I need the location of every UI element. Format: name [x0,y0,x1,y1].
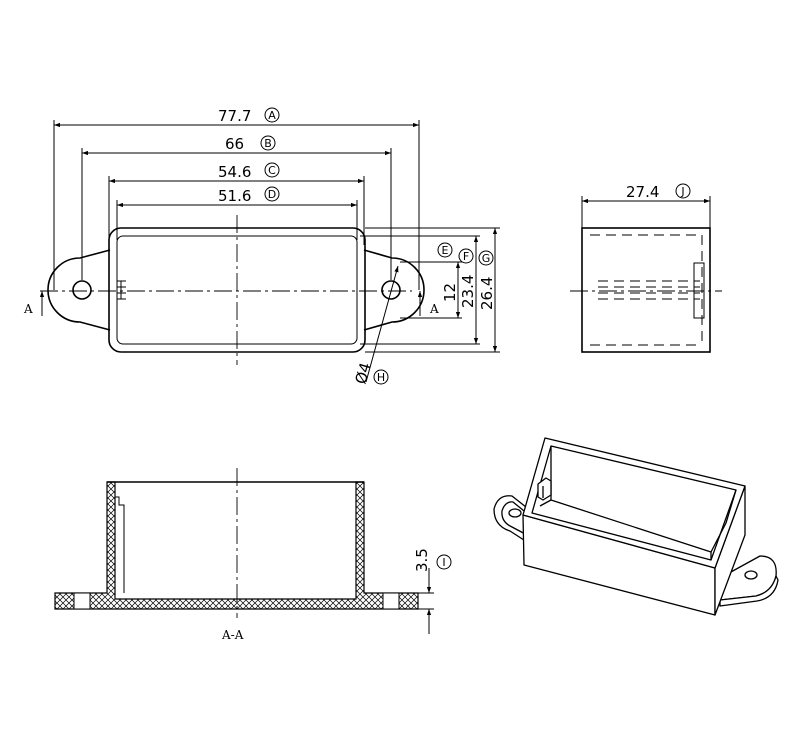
dim-value-54-6: 54.6 [218,163,251,181]
marker-d: D [264,186,280,202]
dim-value-51-6: 51.6 [218,187,251,205]
iso-slot [537,477,552,501]
svg-text:F: F [463,250,469,263]
svg-text:A: A [268,109,276,122]
marker-b: B [260,135,276,151]
svg-text:E: E [442,244,449,257]
section-title: A-A [221,628,244,642]
dim-value-77-7: 77.7 [218,107,251,125]
svg-text:D: D [268,188,276,201]
section-hole-right [382,592,400,610]
section-hole-left [73,592,91,610]
dim-value-hole-diameter: Ø4 [352,361,375,386]
section-hatch-profile [54,481,419,610]
mount-hole-right [381,280,401,300]
side-hidden-slots [598,280,700,300]
isometric-view [493,437,779,616]
side-tab [693,262,705,319]
marker-f: F [458,248,474,264]
iso-inner-floor-edge [539,499,552,507]
section-cut-label-right: A [429,302,439,316]
section-cut-right: A [417,291,439,316]
section-cut-left: A [23,291,45,316]
marker-j: J [675,183,691,199]
section-inner-wall [115,496,125,593]
svg-text:H: H [377,371,385,384]
svg-text:G: G [482,252,491,265]
ear-outline-right [363,249,425,331]
hole-leader-line [365,265,399,383]
slot-mark [117,280,126,300]
dim-value-27-4: 27.4 [626,183,659,201]
marker-c: C [264,162,280,178]
side-view: 27.4 J [570,183,722,353]
svg-text:I: I [442,556,445,569]
iso-hole-right [744,570,758,580]
dim-value-3-5: 3.5 [413,548,431,572]
mount-hole-left [72,280,92,300]
svg-text:B: B [264,137,272,150]
marker-e: E [437,242,453,258]
marker-i: I [436,554,452,570]
svg-text:J: J [680,185,684,198]
dim-value-23-4: 23.4 [459,275,477,308]
ear-outline-left [47,249,111,331]
dim-value-66: 66 [225,135,244,153]
iso-inner-wall-back [550,446,712,560]
dim-value-26-4: 26.4 [478,277,496,310]
iso-hole-left [508,508,522,518]
vertical-extension-lines [360,227,500,353]
dim-value-12: 12 [441,283,459,302]
top-view: A A 77.7 A 66 B [23,107,500,386]
iso-inner-wall-right [710,489,737,553]
iso-ear-right-edge [719,575,779,607]
marker-h: H [373,369,389,385]
marker-a: A [264,107,280,123]
marker-g: G [478,250,494,266]
side-outline [581,227,711,353]
section-cut-label-left: A [23,302,33,316]
section-view: 3.5 I A-A [54,468,452,642]
svg-text:C: C [268,164,276,177]
